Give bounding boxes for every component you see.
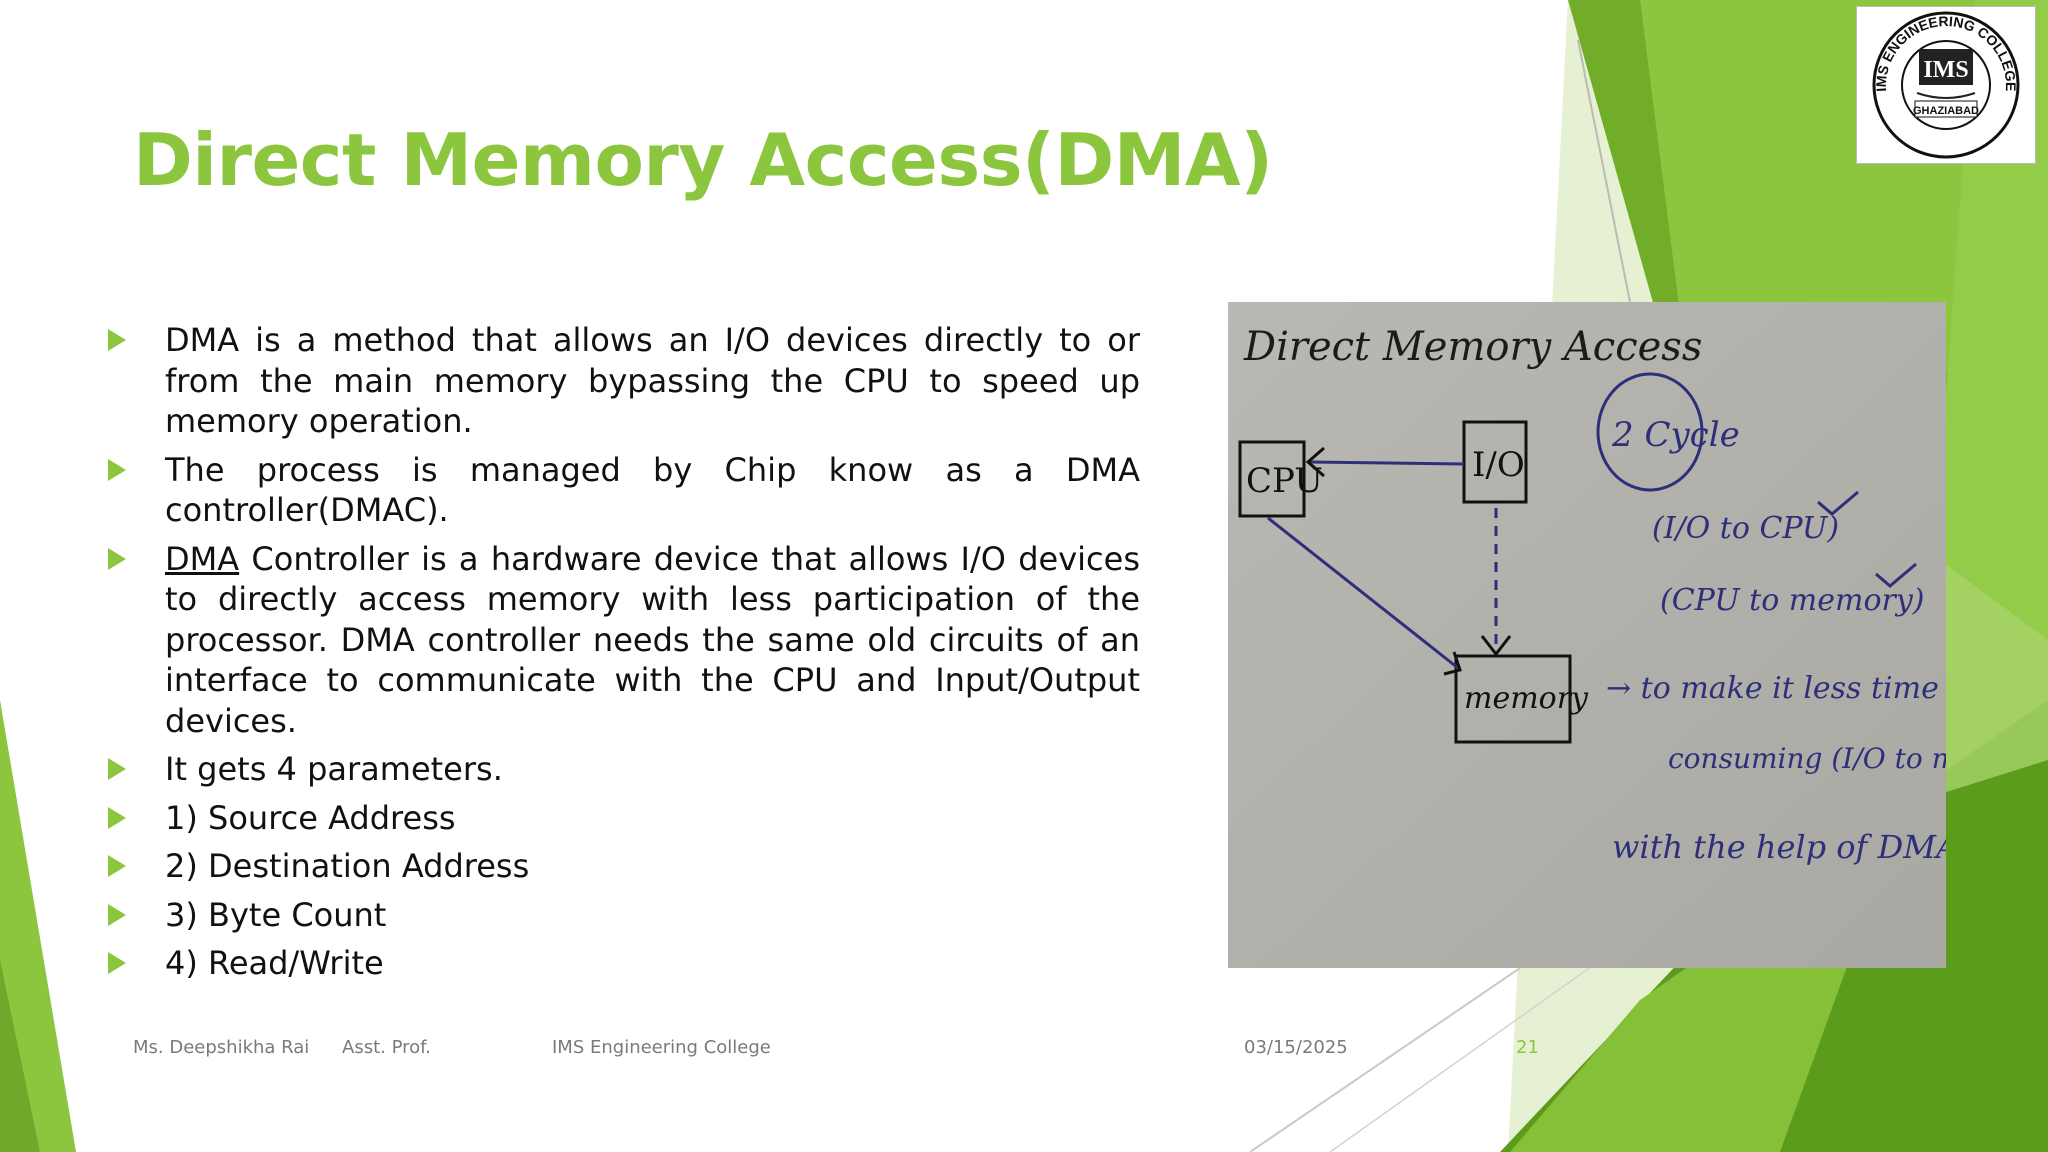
bullet-text: DMA is a method that allows an I/O devic… bbox=[165, 321, 1140, 440]
bullet-item: 4) Read/Write bbox=[106, 943, 1140, 984]
bullet-item: The process is managed by Chip know as a… bbox=[106, 450, 1140, 531]
bullet-text: The process is managed by Chip know as a… bbox=[165, 450, 1140, 530]
whiteboard-note-2: (CPU to memory) bbox=[1660, 583, 1925, 618]
bullet-item: DMA Controller is a hardware device that… bbox=[106, 539, 1140, 742]
bullet-item: It gets 4 parameters. bbox=[106, 749, 1140, 790]
footer-college: IMS Engineering College bbox=[552, 1037, 771, 1058]
whiteboard-cycle-label: 2 Cycle bbox=[1611, 415, 1740, 455]
bullet-item: 3) Byte Count bbox=[106, 895, 1140, 936]
whiteboard-memory-label: memory bbox=[1464, 681, 1589, 716]
bullet-text: It gets 4 parameters. bbox=[165, 750, 503, 788]
whiteboard-note-5: with the help of DMA. bbox=[1612, 828, 1946, 866]
logo-city-text: GHAZIABAD bbox=[1913, 105, 1979, 117]
whiteboard-note-4: consuming (I/O to memory) bbox=[1668, 742, 1946, 775]
footer-author: Ms. Deepshikha Rai bbox=[133, 1037, 310, 1058]
bullet-text: 2) Destination Address bbox=[165, 847, 530, 885]
slide-number: 21 bbox=[1516, 1037, 1539, 1058]
bullet-item: 2) Destination Address bbox=[106, 846, 1140, 887]
bullet-arrow-icon bbox=[108, 758, 126, 780]
bullet-arrow-icon bbox=[108, 547, 126, 570]
footer-date: 03/15/2025 bbox=[1244, 1037, 1348, 1058]
bullet-arrow-icon bbox=[108, 855, 126, 877]
bullet-item: 1) Source Address bbox=[106, 798, 1140, 839]
whiteboard-cpu-label: CPU bbox=[1246, 461, 1323, 501]
whiteboard-heading: Direct Memory Access bbox=[1243, 324, 1702, 370]
slide-title: Direct Memory Access(DMA) bbox=[133, 118, 1273, 202]
college-logo: IMS GHAZIABAD IMS ENGINEERING COLLEGE bbox=[1856, 6, 2036, 164]
bullet-list: DMA is a method that allows an I/O devic… bbox=[106, 320, 1140, 992]
bullet-text: Controller is a hardware device that all… bbox=[165, 539, 1140, 740]
bullet-text: 3) Byte Count bbox=[165, 895, 387, 934]
whiteboard-io-label: I/O bbox=[1472, 445, 1525, 485]
bullet-arrow-icon bbox=[108, 458, 126, 481]
whiteboard-note-1: (I/O to CPU) bbox=[1652, 511, 1839, 546]
bullet-underlined-text: DMA bbox=[165, 539, 240, 578]
bullet-arrow-icon bbox=[108, 903, 126, 926]
bullet-arrow-icon bbox=[108, 952, 126, 974]
bullet-item: DMA is a method that allows an I/O devic… bbox=[106, 320, 1140, 442]
whiteboard-image: Direct Memory Access CPU I/O memory 2 Cy… bbox=[1228, 302, 1946, 968]
footer-designation: Asst. Prof. bbox=[342, 1037, 431, 1058]
whiteboard-note-3: → to make it less time bbox=[1606, 671, 1939, 706]
bullet-arrow-icon bbox=[108, 329, 126, 351]
logo-center-text: IMS bbox=[1923, 57, 1968, 83]
bullet-text: 1) Source Address bbox=[165, 798, 456, 837]
bullet-text: 4) Read/Write bbox=[165, 944, 384, 982]
bullet-arrow-icon bbox=[108, 806, 126, 829]
